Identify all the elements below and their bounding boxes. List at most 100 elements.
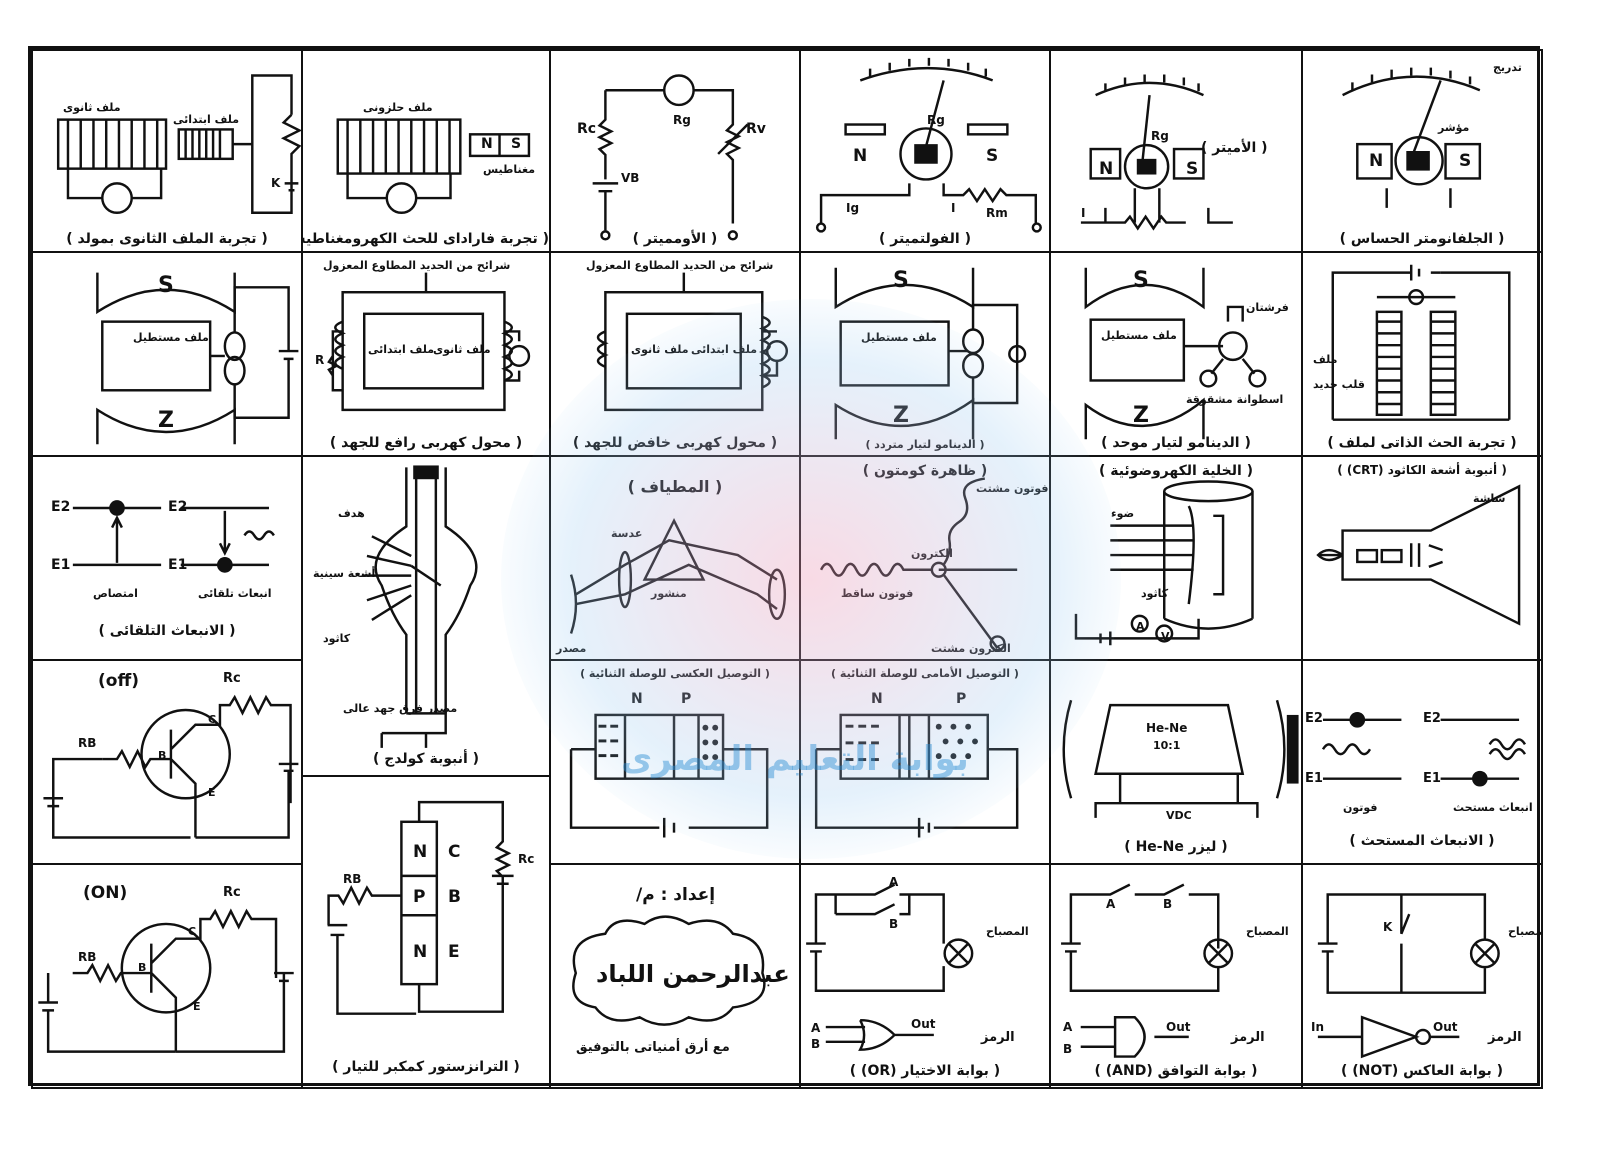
label-coil: ملف مستطيل	[133, 331, 209, 344]
label-n: N	[1369, 151, 1384, 171]
photocell-drawing	[1074, 480, 1254, 646]
author-cloud-drawing	[572, 915, 766, 1026]
cell-stimulated-emission: E2 E1 E2 E1 فوتون انبعاث مستحث ( الانبعا…	[1301, 659, 1543, 865]
ohmmeter-drawing	[592, 74, 749, 241]
spontaneous-emission-drawing	[72, 500, 275, 573]
label-photon: فوتون	[1343, 801, 1378, 814]
label-n: N	[853, 146, 868, 166]
label-secondary-coil: ملف ابتدائى	[173, 113, 240, 126]
label-rc: Rc	[518, 852, 535, 866]
label-s: S	[1186, 159, 1199, 179]
label-incident: فوتون ساقط	[841, 587, 914, 600]
label-rg: Rg	[927, 113, 945, 127]
caption: ( محول كهربى خافض للجهد )	[572, 435, 778, 451]
label-emission: انبعاث تلقائى	[198, 587, 272, 600]
caption: ( الخلية الكهروضوئية )	[1098, 463, 1254, 479]
label-lamp: المصباح	[1508, 925, 1543, 938]
voltmeter-drawing	[815, 57, 1042, 233]
input-a: A	[811, 1021, 821, 1035]
label-rv: Rv	[746, 121, 766, 137]
label-out: Out	[1166, 1020, 1191, 1034]
label-state: (off)	[98, 671, 139, 691]
label-c: C	[188, 925, 197, 938]
switch-b: B	[1163, 897, 1173, 911]
caption: ( الانبعاث التلقائى )	[98, 623, 236, 639]
label-coil: ملف مستطيل	[1101, 329, 1177, 342]
label-rb: RB	[78, 736, 97, 750]
label-magnet: مغناطيس	[483, 163, 536, 176]
cell-transistor-on: (ON) Rc RB B C E	[31, 863, 303, 1089]
cell-and-gate: A B المصباح A B Out الرمز ( بوابة التواف…	[1049, 863, 1303, 1089]
diagram-sheet: ملف ثانوى ملف ابتدائى K ( تجربة الملف ال…	[28, 46, 1543, 1089]
label-core: قلب حديد	[1313, 378, 1365, 391]
label-in: In	[1311, 1020, 1325, 1034]
label-prepared-by: إعداد : م/	[636, 885, 716, 905]
label-tube: He-Ne	[1146, 721, 1188, 735]
label-rc: Rc	[577, 121, 597, 137]
label-e1a: E1	[1305, 771, 1323, 786]
magnet-s: S	[511, 136, 522, 152]
caption: ( الأومميتر )	[632, 231, 718, 247]
author-name: عبدالرحمن اللباد	[596, 960, 790, 988]
cell-dc-dynamo: S Z ملف مستطيل فرشتان اسطوانة مشقوقة ( ا…	[1049, 251, 1303, 457]
galvanometer-drawing	[1342, 67, 1482, 208]
label-lens: عدسة	[611, 527, 643, 540]
cell-faraday-experiment: ملف حلزونى N S مغناطيس ( تجربة فاراداى ل…	[301, 49, 551, 253]
caption: ( أنبوبة كولدج )	[372, 751, 480, 767]
label-scale: تدريج	[1493, 61, 1522, 74]
label-e1b: E1	[1423, 771, 1441, 786]
label-r: R	[315, 353, 325, 367]
label-lamp: المصباح	[986, 925, 1029, 938]
self-induction-drawing	[1331, 264, 1511, 421]
label-e2a: E2	[51, 499, 71, 515]
caption: ( الأميتر )	[1201, 140, 1268, 156]
label-p: P	[681, 691, 692, 707]
label-pointer: مؤشر	[1438, 121, 1470, 134]
caption: ( تجربة الملف الثانوى بمولد )	[66, 231, 268, 247]
stimulated-emission-drawing	[1321, 711, 1527, 787]
label-cathode: كاثود	[323, 632, 351, 645]
label-symbol: الرمز	[1488, 1030, 1522, 1045]
pole-s: S	[893, 268, 909, 293]
label-out: Out	[911, 1017, 936, 1031]
switch-a: A	[889, 875, 899, 889]
label-p: P	[413, 887, 426, 907]
caption: ( أنبوبة أشعة الكاثود (CRT) )	[1337, 463, 1507, 477]
label-rc: Rc	[223, 671, 241, 686]
caption: ( ليزر He-Ne )	[1124, 839, 1228, 855]
cell-compton: فوتون ساقط فوتون مشتت الكترون الكترون مش…	[799, 455, 1051, 661]
cell-transistor-off: (off) Rc RB B C E	[31, 659, 303, 865]
label-cathode: كاثود	[1141, 587, 1169, 600]
cell-step-down-transformer: شرائح من الحديد المطاوع المعزول ملف ثانو…	[549, 251, 801, 457]
caption: ( الفولتميتر )	[879, 231, 971, 247]
label-s: S	[1459, 151, 1472, 171]
switch-a: A	[1106, 897, 1116, 911]
caption: ( ظاهرة كومتون )	[862, 463, 988, 479]
reverse-bias-drawing	[569, 713, 769, 838]
caption: ( تجربة الحث الذاتى لملف )	[1327, 435, 1517, 451]
cell-photocell: ضوء كاثود A V ( الخلية الكهروضوئية )	[1049, 455, 1303, 661]
label-i: I	[951, 201, 956, 215]
step-up-transformer-drawing	[327, 272, 531, 412]
cell-self-induction: ملف قلب حديد ( تجربة الحث الذاتى لملف )	[1301, 251, 1543, 457]
label-target: هدف	[338, 507, 365, 520]
label-n: N	[871, 691, 883, 707]
label-rm: Rm	[986, 206, 1008, 220]
label-primary: ملف ثانوى	[631, 343, 689, 356]
switch-b: B	[889, 917, 899, 931]
cell-not-gate: K المصباح In Out الرمز ( بوابة العاكس (N…	[1301, 863, 1543, 1089]
motor-drawing	[96, 272, 299, 445]
label-brushes: فرشتان	[1246, 301, 1289, 314]
label-e: E	[448, 942, 460, 962]
label-symbol: الرمز	[981, 1030, 1015, 1045]
cell-spontaneous-emission: E2 E1 E2 E1 امتصاص انبعاث تلقائى ( الانب…	[31, 455, 303, 661]
label-e2b: E2	[1423, 711, 1441, 726]
label-ammeter: A	[1136, 620, 1145, 633]
cell-galvanometer: N S مؤشر تدريج ( الجلفانومتر الحساس )	[1301, 49, 1543, 253]
label-key: K	[271, 176, 281, 190]
label-core: شرائح من الحديد المطاوع المعزول	[323, 259, 511, 272]
label-primary: ملف ابتدائى	[368, 343, 435, 356]
cell-voltmeter: N S Ig Rg Rm I ( الفولتميتر )	[799, 49, 1051, 253]
label-e: E	[208, 786, 216, 799]
or-gate-drawing	[806, 883, 974, 1051]
